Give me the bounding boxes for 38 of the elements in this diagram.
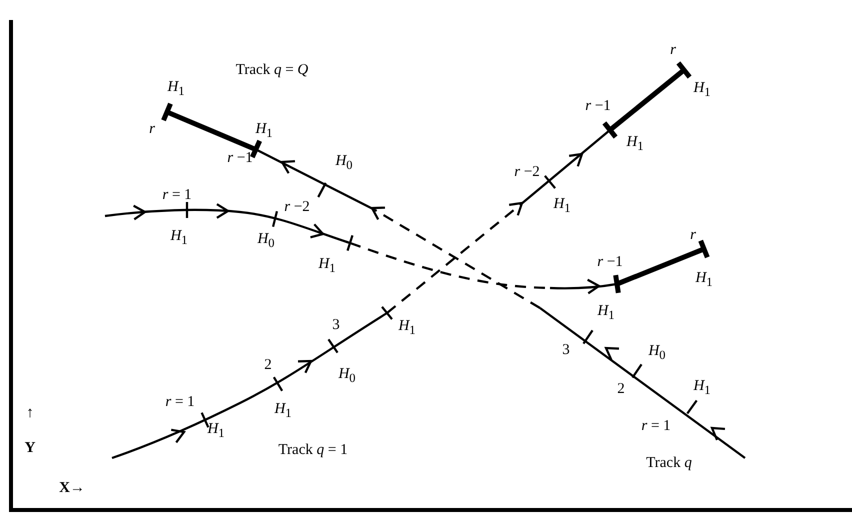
point-label: r [670,42,676,58]
point-label: r [149,120,155,138]
point-label: 3 [332,316,340,334]
hit-label: H$_{1}$ [626,134,644,154]
track-label: Track q = 1 [278,442,348,458]
point-label: r = 1 [162,186,192,204]
track-label: Track q [646,454,692,472]
point-label: r = 1 [165,394,195,410]
point-label: 2 [264,356,272,374]
hit-label: H$_{1}$ [695,270,713,290]
hit-label: H$_{0}$ [257,231,275,251]
axis-label: Y [24,440,36,456]
hit-label: H$_{1}$ [693,378,711,398]
hit-label: H$_{1}$ [693,80,711,100]
point-label: 3 [562,342,570,358]
hit-label: H$_{1}$ [255,121,273,141]
axis-label: X→ [59,480,85,496]
point-label: 2 [617,380,625,398]
point-label: r −1 [597,254,623,270]
hit-label: H$_{1}$ [274,401,292,421]
point-label: r −1 [227,150,253,166]
point-label: r = 1 [641,418,671,434]
hit-label: H$_{0}$ [648,343,666,363]
point-label: r −2 [284,198,310,216]
point-label: r [690,226,696,244]
hit-label: H$_{1}$ [170,228,188,248]
axis-label: ↑ [26,404,34,422]
hit-label: H$_{1}$ [318,256,336,276]
track-label: Track q = Q [236,62,308,78]
hit-label: H$_{1}$ [207,421,225,441]
hit-label: H$_{1}$ [167,79,185,99]
hit-label: H$_{1}$ [398,318,416,338]
hit-label: H$_{1}$ [597,303,615,323]
hit-label: H$_{0}$ [338,366,356,386]
point-label: r −1 [585,98,611,114]
hit-label: H$_{1}$ [553,196,571,216]
point-label: r −2 [514,164,540,180]
hit-label: H$_{0}$ [335,153,353,173]
